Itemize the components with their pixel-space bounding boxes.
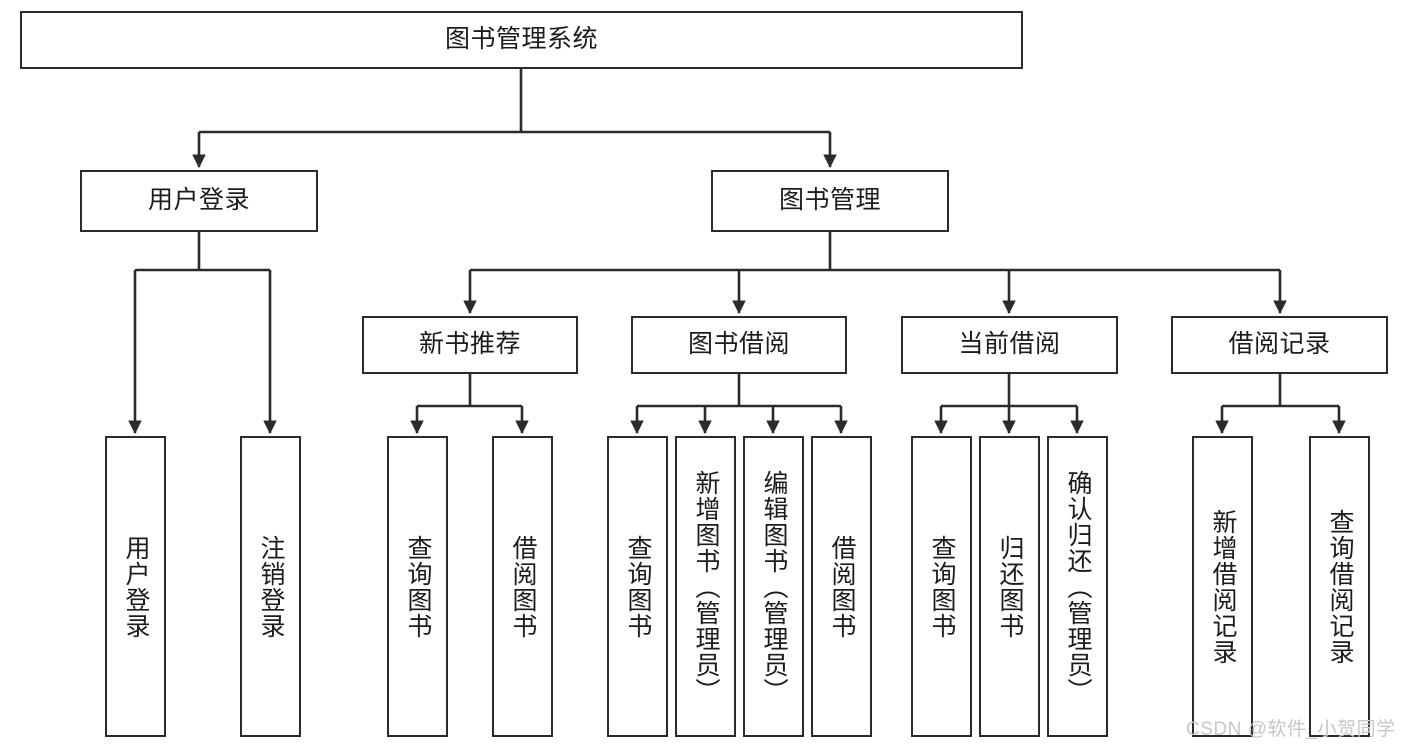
node-new-book-recommend[interactable]: 新书推荐 — [362, 316, 578, 374]
node-leaf-query-book-3-label: 查询图书 — [928, 534, 956, 639]
node-leaf-add-book[interactable]: 新增图书（管理员） — [675, 436, 736, 737]
node-leaf-confirm-return-label: 确认归还（管理员） — [1064, 469, 1092, 704]
csdn-watermark: CSDN @软件_小贺同学 — [1186, 719, 1396, 740]
node-book-borrow[interactable]: 图书借阅 — [631, 316, 847, 374]
node-current-borrow[interactable]: 当前借阅 — [901, 316, 1118, 374]
node-leaf-add-book-label: 新增图书（管理员） — [692, 469, 720, 704]
node-user-login-label: 用户登录 — [147, 186, 250, 215]
node-leaf-query-record[interactable]: 查询借阅记录 — [1309, 436, 1370, 737]
node-root[interactable]: 图书管理系统 — [20, 11, 1023, 69]
node-book-management-label: 图书管理 — [778, 186, 881, 215]
node-leaf-add-record-label: 新增借阅记录 — [1209, 508, 1237, 665]
node-leaf-borrow-book-2[interactable]: 借阅图书 — [811, 436, 872, 737]
node-leaf-query-book-2[interactable]: 查询图书 — [607, 436, 668, 737]
node-leaf-query-record-label: 查询借阅记录 — [1326, 508, 1354, 665]
node-leaf-query-book-1-label: 查询图书 — [404, 534, 432, 639]
node-leaf-return-book-label: 归还图书 — [996, 534, 1024, 639]
node-current-borrow-label: 当前借阅 — [958, 330, 1061, 359]
node-leaf-user-login[interactable]: 用户登录 — [105, 436, 166, 737]
node-leaf-borrow-book-2-label: 借阅图书 — [828, 534, 856, 639]
node-root-label: 图书管理系统 — [444, 25, 598, 54]
node-leaf-borrow-book-1-label: 借阅图书 — [509, 534, 537, 639]
node-user-login[interactable]: 用户登录 — [80, 170, 318, 232]
node-leaf-return-book[interactable]: 归还图书 — [979, 436, 1040, 737]
node-leaf-logout[interactable]: 注销登录 — [240, 436, 301, 737]
node-borrow-record[interactable]: 借阅记录 — [1171, 316, 1388, 374]
node-leaf-query-book-1[interactable]: 查询图书 — [387, 436, 448, 737]
node-leaf-edit-book[interactable]: 编辑图书（管理员） — [743, 436, 804, 737]
node-leaf-borrow-book-1[interactable]: 借阅图书 — [492, 436, 553, 737]
node-leaf-query-book-2-label: 查询图书 — [624, 534, 652, 639]
node-leaf-user-login-label: 用户登录 — [122, 534, 150, 639]
node-leaf-query-book-3[interactable]: 查询图书 — [911, 436, 972, 737]
node-leaf-confirm-return[interactable]: 确认归还（管理员） — [1047, 436, 1108, 737]
node-book-borrow-label: 图书借阅 — [687, 330, 790, 359]
node-leaf-edit-book-label: 编辑图书（管理员） — [760, 469, 788, 704]
node-leaf-logout-label: 注销登录 — [257, 534, 285, 639]
node-leaf-add-record[interactable]: 新增借阅记录 — [1192, 436, 1253, 737]
node-book-management[interactable]: 图书管理 — [711, 170, 949, 232]
node-borrow-record-label: 借阅记录 — [1228, 330, 1331, 359]
node-new-book-recommend-label: 新书推荐 — [418, 330, 521, 359]
